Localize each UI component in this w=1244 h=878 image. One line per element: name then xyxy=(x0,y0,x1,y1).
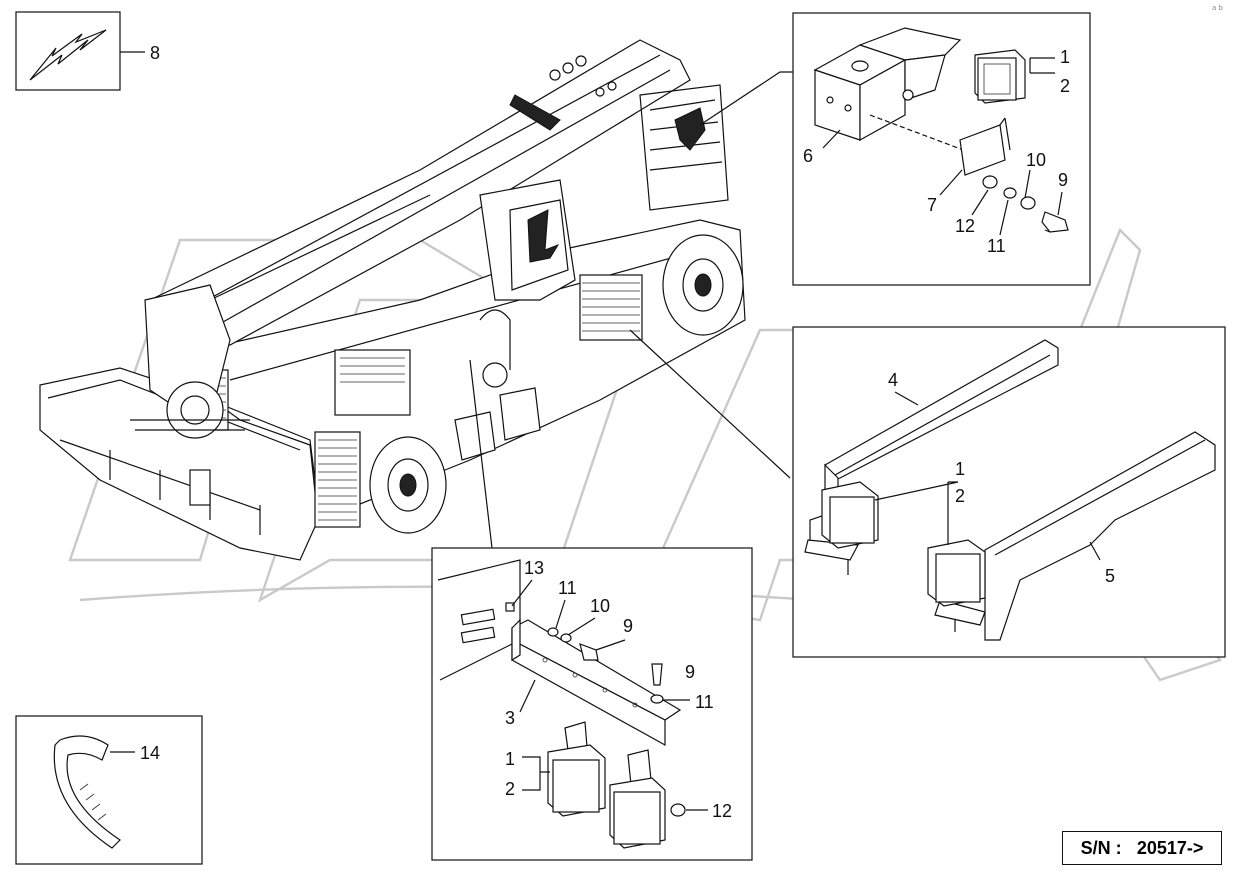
callout-6: 6 xyxy=(803,146,813,166)
corner-mark: a b xyxy=(1212,4,1223,12)
callout-9: 9 xyxy=(1058,170,1068,190)
callout-7: 7 xyxy=(927,195,937,215)
lightning-icon xyxy=(29,29,107,81)
cable-tie-icon xyxy=(53,735,121,849)
callout-11: 11 xyxy=(558,578,577,598)
bottom-detail-box: 13 11 10 9 9 11 3 1 2 12 xyxy=(431,547,753,861)
middle-right-detail-box: 1 2 4 5 xyxy=(792,326,1226,658)
callout-9: 9 xyxy=(685,662,695,682)
callout-2: 2 xyxy=(505,779,515,799)
callout-4: 4 xyxy=(888,370,898,390)
callout-13: 13 xyxy=(524,558,544,578)
reach-stacker-machine xyxy=(39,39,746,561)
callout-11: 11 xyxy=(695,692,714,712)
callout-14: 14 xyxy=(140,743,160,763)
callout-12: 12 xyxy=(955,216,975,236)
callout-1: 1 xyxy=(1060,47,1070,67)
callout-2: 2 xyxy=(955,486,965,506)
top-right-detail-box: 1 2 6 7 10 9 12 11 xyxy=(792,12,1091,286)
leader-lines xyxy=(469,71,793,549)
callout-11: 11 xyxy=(987,236,1006,256)
callout-9: 9 xyxy=(623,616,633,636)
callout-2: 2 xyxy=(1060,76,1070,96)
cable-tie-box: 14 xyxy=(15,715,203,865)
serial-number-box: S/N : 20517-> xyxy=(1062,831,1222,865)
callout-10: 10 xyxy=(590,596,610,616)
callout-1: 1 xyxy=(955,459,965,479)
serial-value: 20517-> xyxy=(1136,837,1204,858)
callout-3: 3 xyxy=(505,708,515,728)
callout-10: 10 xyxy=(1026,150,1046,170)
callout-5: 5 xyxy=(1105,566,1115,586)
callout-1: 1 xyxy=(505,749,515,769)
serial-label: S/N : xyxy=(1080,837,1122,858)
callout-8: 8 xyxy=(150,43,160,63)
lightning-box: 8 xyxy=(15,11,160,91)
callout-12: 12 xyxy=(712,801,732,821)
